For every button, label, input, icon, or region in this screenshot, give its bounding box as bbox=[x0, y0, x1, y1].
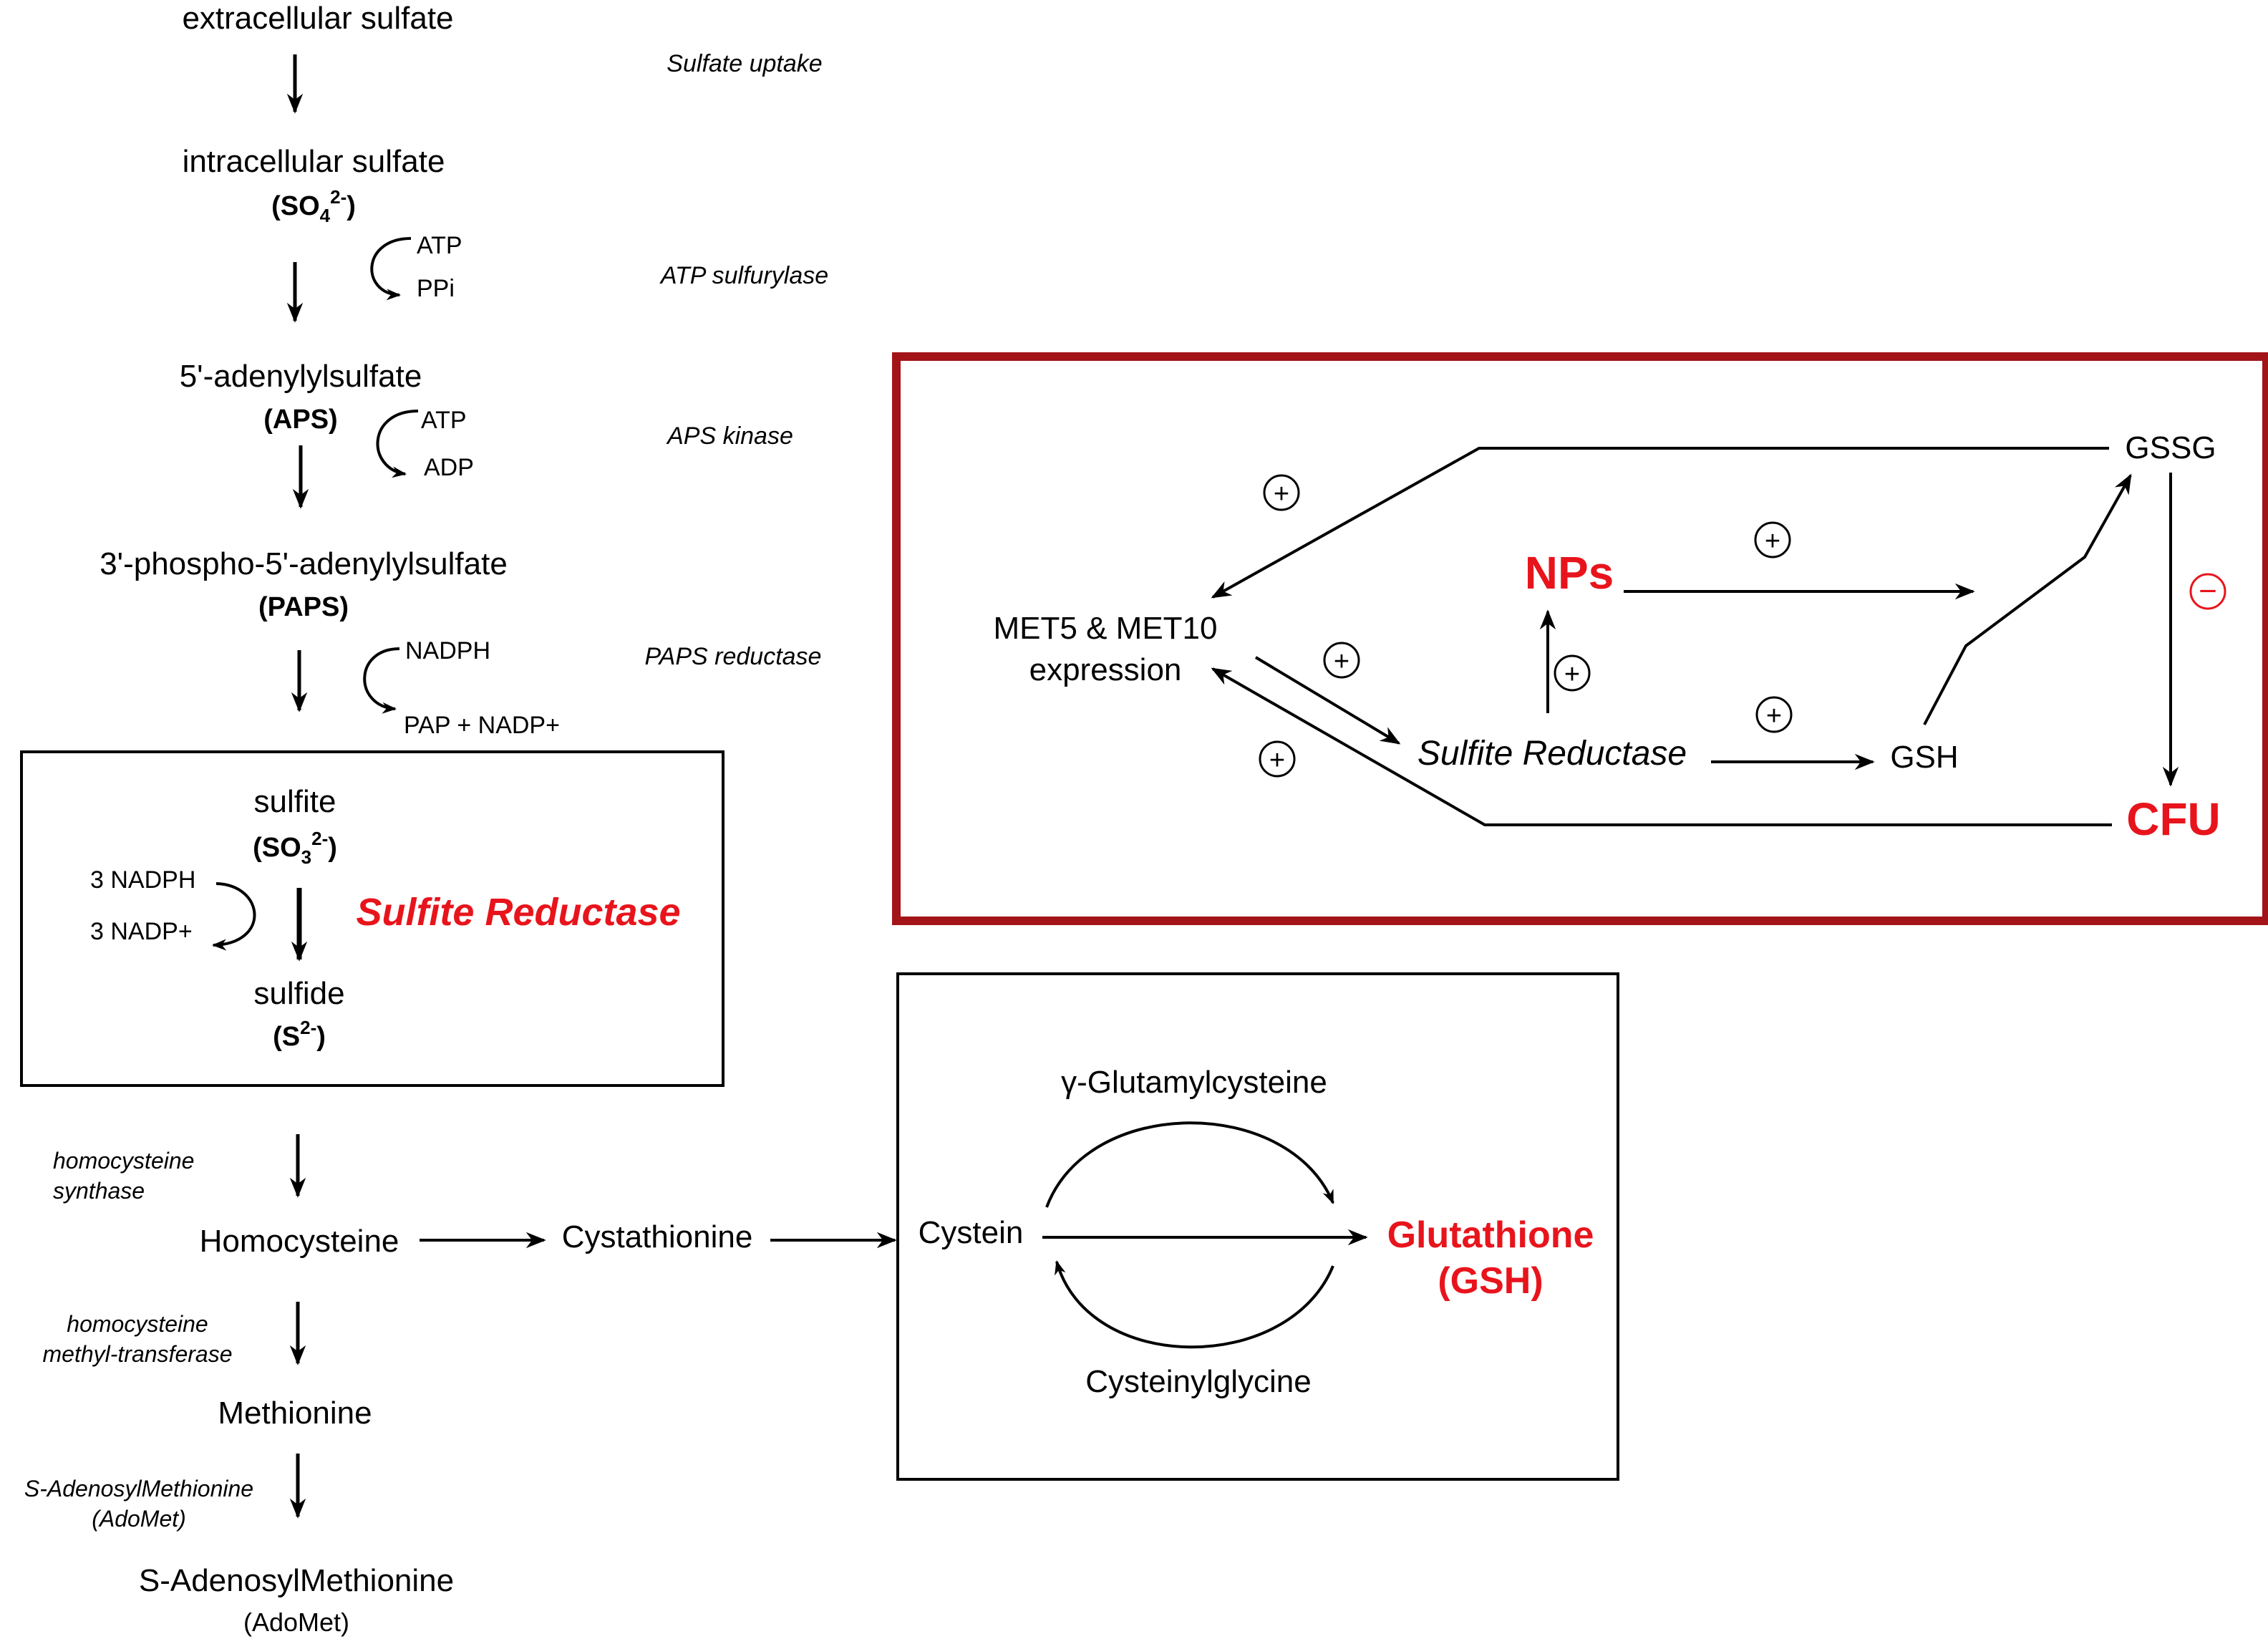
sulfite-formula: (SO32-) bbox=[253, 828, 337, 868]
sulfite-reductase-node-label: Sulfite Reductase bbox=[1418, 735, 1687, 773]
homocysteine-synthase-label-1: homocysteine bbox=[53, 1148, 194, 1174]
plus-sign-circle-2 bbox=[1754, 521, 1791, 559]
sulfate-formula-sub: 4 bbox=[320, 205, 331, 226]
sulfite-reductase-box bbox=[20, 750, 724, 1087]
sam-enzyme-label-1: S-AdenosylMethionine bbox=[24, 1476, 253, 1502]
paps-label: 3'-phospho-5'-adenylylsulfate bbox=[100, 546, 508, 581]
sulfide-label: sulfide bbox=[253, 976, 344, 1011]
sulfite-reductase-highlight-label: Sulfite Reductase bbox=[356, 891, 680, 934]
atp-sulfurylase-label: ATP sulfurylase bbox=[659, 262, 828, 289]
nadph-label: NADPH bbox=[405, 637, 490, 664]
minus-sign-circle bbox=[2189, 573, 2226, 610]
lower-curved-arrow bbox=[1055, 1260, 1334, 1349]
nadph3-curved-arrow bbox=[212, 882, 256, 951]
sulfide-formula-sup: 2- bbox=[300, 1017, 316, 1038]
sulfide-formula-a: (S bbox=[273, 1022, 300, 1052]
pap-nadp-label: PAP + NADP+ bbox=[404, 712, 560, 739]
cfu-label: CFU bbox=[2126, 793, 2221, 845]
arrow-met-to-sulfite-reductase bbox=[1254, 656, 1401, 745]
sam-label: S-AdenosylMethionine bbox=[139, 1563, 454, 1598]
methionine-label: Methionine bbox=[218, 1396, 372, 1431]
plus-sign-3: + bbox=[1334, 647, 1349, 677]
plus-sign-6: + bbox=[1269, 745, 1285, 775]
plus-sign-circle-3 bbox=[1323, 642, 1360, 679]
sam-enzyme-label-2: (AdoMet) bbox=[92, 1506, 186, 1532]
plus-sign-circle-4 bbox=[1554, 654, 1591, 692]
ppi-label: PPi bbox=[417, 275, 455, 302]
cystein-label: Cystein bbox=[919, 1215, 1024, 1250]
sulfate-formula: (SO42-) bbox=[271, 186, 356, 226]
intracellular-sulfate-label: intracellular sulfate bbox=[183, 144, 445, 179]
nadph-curved-arrow bbox=[363, 647, 400, 714]
sam-abbr: (AdoMet) bbox=[243, 1607, 349, 1637]
gsh-node-label: GSH bbox=[1890, 740, 1958, 775]
cystathionine-label: Cystathionine bbox=[562, 1219, 753, 1254]
homocysteine-methyltransferase-label-1: homocysteine bbox=[67, 1311, 208, 1337]
extracellular-sulfate-label: extracellular sulfate bbox=[182, 1, 453, 36]
sulfite-formula-sup: 2- bbox=[311, 828, 328, 849]
atp-label-2: ATP bbox=[421, 407, 467, 434]
gsh-abbr: (GSH) bbox=[1438, 1260, 1543, 1302]
sulfate-uptake-label: Sulfate uptake bbox=[667, 50, 822, 77]
atp-ppi-curved-arrow bbox=[370, 237, 412, 301]
nadp3-label: 3 NADP+ bbox=[90, 918, 193, 945]
sulfate-formula-a: (SO bbox=[271, 191, 320, 221]
plus-sign-2: + bbox=[1765, 526, 1780, 556]
glutathione-label: Glutathione bbox=[1387, 1214, 1594, 1256]
adp-label: ADP bbox=[424, 454, 474, 481]
arrow-gsh-to-gssg bbox=[1923, 473, 2132, 725]
arrow-cfu-to-met bbox=[1211, 667, 2112, 826]
plus-sign-circle-5 bbox=[1755, 696, 1793, 733]
gssg-label: GSSG bbox=[2125, 430, 2216, 465]
glutathione-synthesis-box bbox=[896, 972, 1619, 1481]
minus-sign: − bbox=[2199, 574, 2217, 609]
met-expression-label-1: MET5 & MET10 bbox=[994, 611, 1218, 646]
plus-sign-circle-6 bbox=[1259, 740, 1296, 778]
plus-sign-4: + bbox=[1564, 659, 1580, 690]
arrow-gssg-to-met bbox=[1211, 447, 2109, 599]
upper-curved-arrow bbox=[1045, 1121, 1334, 1208]
aps-abbr: (APS) bbox=[263, 405, 337, 435]
atp-adp-curved-arrow bbox=[376, 410, 419, 478]
aps-label: 5'-adenylylsulfate bbox=[180, 359, 422, 394]
paps-reductase-label: PAPS reductase bbox=[645, 643, 822, 670]
sulfate-formula-sup: 2- bbox=[330, 186, 346, 208]
paps-abbr: (PAPS) bbox=[258, 592, 349, 622]
atp-label-1: ATP bbox=[417, 232, 462, 259]
plus-sign-5: + bbox=[1766, 701, 1782, 731]
regulation-box bbox=[892, 352, 2268, 925]
cysteinylglycine-label: Cysteinylglycine bbox=[1085, 1364, 1311, 1399]
sulfite-formula-a: (SO bbox=[253, 833, 301, 863]
plus-sign-1: + bbox=[1274, 479, 1289, 509]
sulfite-formula-sub: 3 bbox=[301, 846, 311, 868]
nadph3-label: 3 NADPH bbox=[90, 866, 195, 894]
aps-kinase-label: APS kinase bbox=[666, 422, 793, 450]
sulfite-formula-b: ) bbox=[328, 833, 337, 863]
sulfate-formula-b: ) bbox=[346, 191, 356, 221]
homocysteine-methyltransferase-label-2: methyl-transferase bbox=[43, 1341, 233, 1367]
met-expression-label-2: expression bbox=[1029, 652, 1182, 687]
sulfite-label: sulfite bbox=[254, 784, 336, 819]
sulfide-formula: (S2-) bbox=[273, 1017, 326, 1052]
sulfide-formula-b: ) bbox=[316, 1022, 326, 1052]
homocysteine-label: Homocysteine bbox=[200, 1224, 399, 1259]
nps-label: NPs bbox=[1525, 547, 1614, 599]
plus-sign-circle-1 bbox=[1263, 474, 1300, 511]
gamma-glutamylcysteine-label: γ-Glutamylcysteine bbox=[1061, 1065, 1327, 1100]
homocysteine-synthase-label-2: synthase bbox=[53, 1178, 145, 1204]
